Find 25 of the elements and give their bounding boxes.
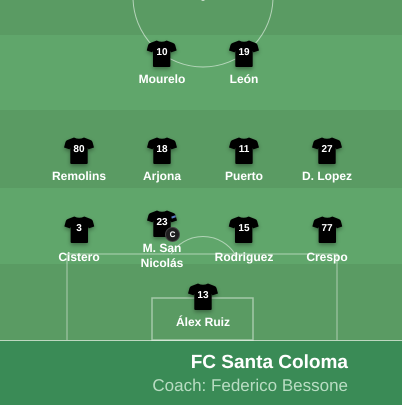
player-name: Crespo xyxy=(306,250,348,265)
jersey-number: 10 xyxy=(156,47,168,59)
jersey-number: 19 xyxy=(238,47,250,59)
player-name: Rodriguez xyxy=(214,250,274,265)
player-name: Remolins xyxy=(52,169,106,184)
captain-badge: C xyxy=(166,228,179,241)
player-name: Arjona xyxy=(143,169,181,184)
team-name: FC Santa Coloma xyxy=(190,351,348,375)
player-name: D. Lopez xyxy=(302,169,352,184)
jersey-number: 15 xyxy=(238,223,250,235)
player-name: Mourelo xyxy=(138,72,186,87)
jersey-number: 77 xyxy=(321,223,333,235)
jersey-number: 27 xyxy=(321,144,333,156)
jersey-number: 18 xyxy=(156,144,168,156)
player-name: M. San Nicolás xyxy=(140,241,184,271)
jersey-number: 80 xyxy=(73,144,85,156)
player-name: León xyxy=(230,72,258,87)
player-name: Puerto xyxy=(225,169,263,184)
jersey-number: 23 xyxy=(156,217,168,229)
jersey-number: 13 xyxy=(197,290,209,302)
jersey-number: 3 xyxy=(76,223,82,235)
player-name: Cistero xyxy=(58,250,100,265)
coach-name: Coach: Federico Bessone xyxy=(152,375,348,396)
player-name: Álex Ruiz xyxy=(176,315,230,330)
jersey-number: 11 xyxy=(238,144,250,156)
